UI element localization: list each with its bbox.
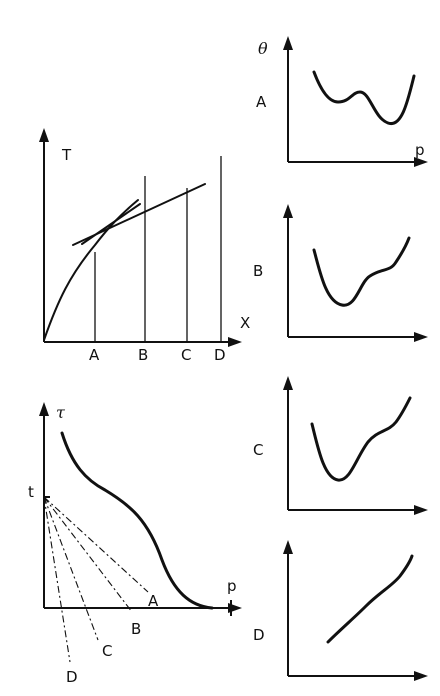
tangent-line-d [43,496,71,663]
top-left-panel: T X A B C D [39,128,250,364]
concave-curve [43,199,139,341]
right-panel-b: B [253,204,428,342]
tangent-line-2 [81,203,141,245]
panel-a-y-arrowhead [283,36,293,50]
right-panel-a: θ p A [256,36,428,167]
panel-c-y-arrowhead [283,376,293,390]
panel-d-curve [326,554,414,644]
line-label-a: A [148,592,159,610]
tangent-line-c [43,496,99,641]
tau-axis-label: τ [56,403,66,422]
panel-a-theta-label: θ [258,39,268,58]
panel-a-label: A [256,93,267,111]
t-axis-arrowhead [39,128,49,142]
panel-c-x-arrowhead [414,505,428,515]
panel-c-curve [310,396,412,482]
x-axis-label: X [240,314,250,332]
marker-label-d: D [214,346,226,364]
p-tick-label: p [227,577,237,595]
x-axis-arrowhead [228,337,242,347]
marker-label-a: A [89,346,100,364]
line-label-c: C [102,642,112,660]
t-axis-label: T [61,146,72,164]
right-panel-d: D [253,540,428,681]
panel-d-label: D [253,626,265,644]
tangent-line-a [43,496,149,593]
panel-a-p-label: p [415,141,425,159]
marker-label-b: B [138,346,148,364]
tau-axis-arrowhead [39,402,49,416]
panel-b-x-arrowhead [414,332,428,342]
panel-a-x-arrowhead [414,157,428,167]
bottom-left-panel: τ t p A B C D [28,402,242,686]
panel-d-x-arrowhead [414,671,428,681]
marker-label-c: C [181,346,191,364]
panel-b-label: B [253,262,263,280]
tangent-line-b [43,496,133,613]
panel-a-curve [312,70,416,125]
t-tick-label: t [28,483,34,501]
right-panel-c: C [253,376,428,515]
line-label-d: D [66,668,78,686]
line-label-b: B [131,620,141,638]
panel-c-label: C [253,441,263,459]
panel-b-y-arrowhead [283,204,293,218]
panel-d-y-arrowhead [283,540,293,554]
panel-b-curve [312,236,411,307]
tau-curve [60,431,214,610]
